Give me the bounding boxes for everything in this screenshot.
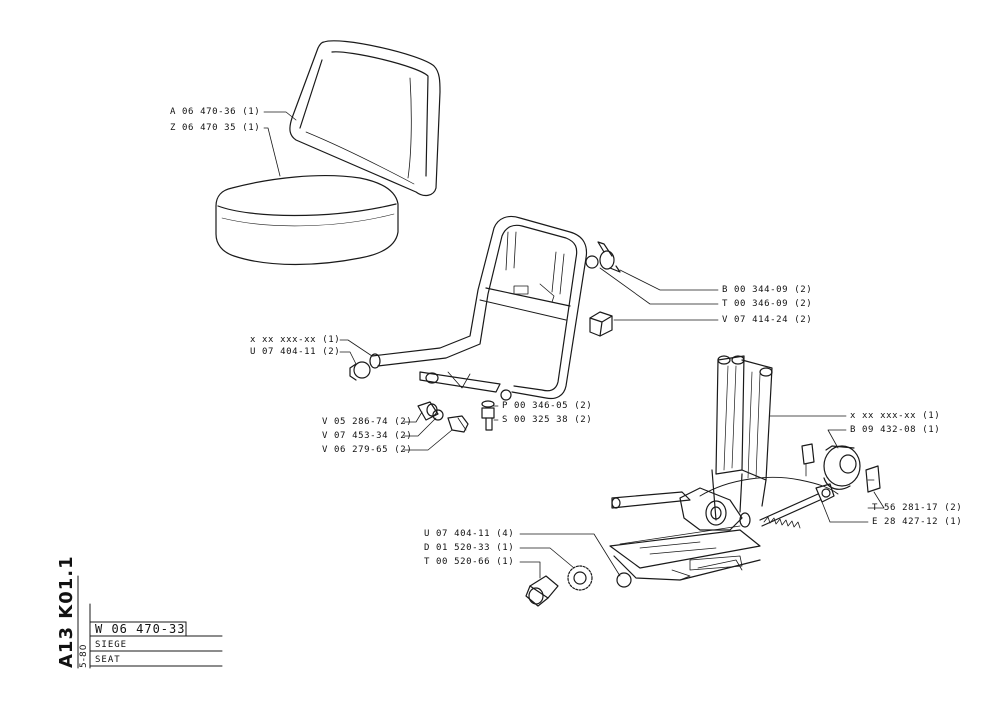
seat-frame-drawing	[369, 215, 588, 401]
part-label-s00325-38: S 00 325 38 (2)	[502, 415, 593, 425]
weight-dial-drawing	[801, 443, 881, 493]
part-label-z06470-35: Z 06 470 35 (1)	[170, 123, 261, 133]
part-label-v07414-24: V 07 414-24 (2)	[722, 315, 813, 325]
part-label-b00344-09: B 00 344-09 (2)	[722, 285, 813, 295]
backrest-cushion-drawing	[289, 40, 441, 197]
group-code: A13 K01.1	[56, 555, 77, 668]
adjusting-screw-drawing	[759, 483, 835, 529]
part-label-frame-xx: x xx xxx-xx (1)	[250, 335, 341, 345]
suspension-unit-drawing	[609, 355, 773, 581]
part-label-v05286-74: V 05 286-74 (2)	[322, 417, 413, 427]
part-label-t56281-17: T 56 281-17 (2)	[872, 503, 963, 513]
seat-cushion-drawing	[215, 175, 399, 266]
name-french: SIEGE	[95, 640, 128, 650]
part-label-b09432-08: B 09 432-08 (1)	[850, 425, 941, 435]
leader-lines	[263, 111, 885, 579]
title-block-lines	[77, 575, 223, 669]
wing-nut-drawing	[585, 241, 621, 273]
drawing-number: W 06 470-33	[95, 622, 186, 636]
part-label-p00346-05: P 00 346-05 (2)	[502, 401, 593, 411]
part-label-t00346-09: T 00 346-09 (2)	[722, 299, 813, 309]
name-english: SEAT	[95, 655, 121, 665]
bushing-drawing	[417, 401, 469, 433]
part-label-v06279-65: V 06 279-65 (2)	[322, 445, 413, 455]
cable-drawing	[699, 476, 839, 497]
plug-cap-drawing	[349, 361, 371, 381]
toothed-washer-drawing	[567, 565, 593, 591]
part-label-v07453-34: V 07 453-34 (2)	[322, 431, 413, 441]
part-label-d01520-33: D 01 520-33 (1)	[424, 543, 515, 553]
part-label-t00520-66: T 00 520-66 (1)	[424, 557, 515, 567]
bolt-nut-drawing	[481, 400, 495, 431]
end-cap-drawing	[616, 572, 632, 588]
part-label-u07404-11-4: U 07 404-11 (4)	[424, 529, 515, 539]
part-label-u07404-11-2: U 07 404-11 (2)	[250, 347, 341, 357]
part-label-a06470-36: A 06 470-36 (1)	[170, 107, 261, 117]
part-label-e28427-12: E 28 427-12 (1)	[872, 517, 963, 527]
handle-knob-drawing	[525, 575, 559, 607]
date-code: 5-80	[79, 643, 89, 668]
rubber-block-drawing	[589, 311, 613, 337]
part-label-suspension-xx: x xx xxx-xx (1)	[850, 411, 941, 421]
